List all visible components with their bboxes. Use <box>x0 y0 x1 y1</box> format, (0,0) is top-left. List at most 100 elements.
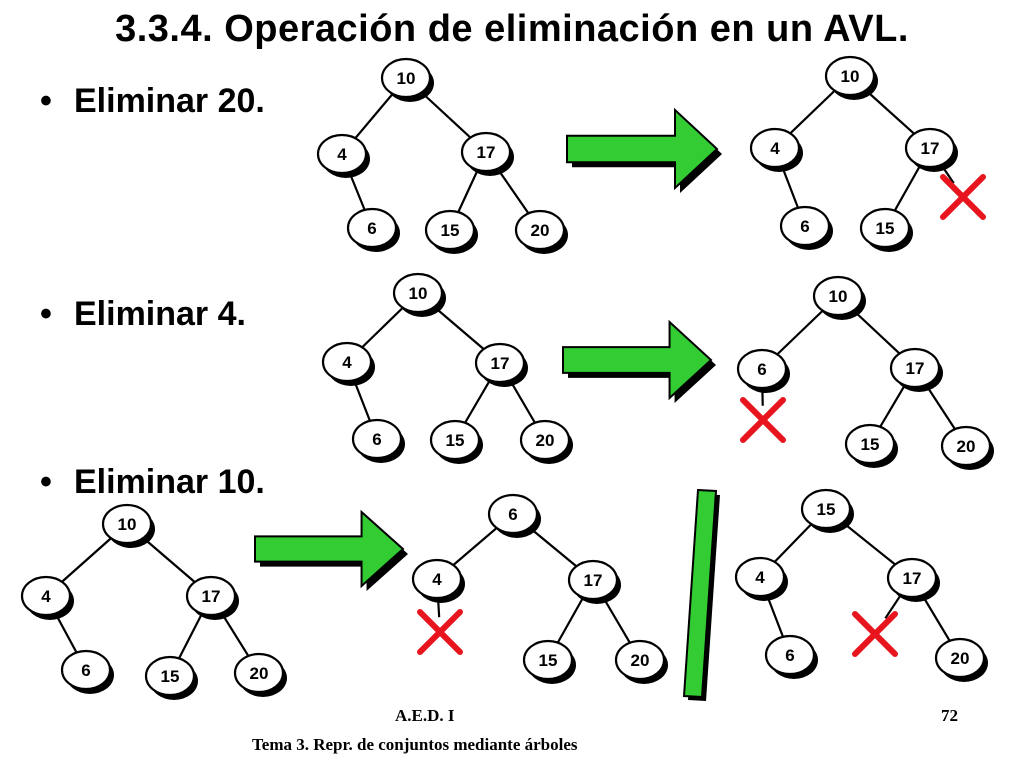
avl-tree-t1: 10 4 17 6 15 20 <box>316 57 568 254</box>
tree-node: 4 <box>321 341 375 386</box>
separator-bar <box>682 488 720 701</box>
tree-node: 10 <box>392 272 446 317</box>
tree-node: 20 <box>514 209 568 254</box>
node-label: 17 <box>906 359 925 378</box>
tree-node: 17 <box>185 575 239 620</box>
tree-node: 17 <box>460 131 514 176</box>
tree-node: 6 <box>346 207 400 252</box>
avl-tree-t5: 10 4 17 6 15 20 <box>20 503 287 700</box>
bullet-eliminar-10: • Eliminar 10. <box>40 463 265 502</box>
bullet-text: Eliminar 10. <box>74 463 265 501</box>
tree-node: 15 <box>144 655 198 700</box>
tree-node: 6 <box>779 205 833 250</box>
footer-page-number: 72 <box>941 706 958 725</box>
deleted-cross-icon <box>417 609 463 655</box>
node-label: 10 <box>829 287 848 306</box>
avl-tree-t7: 15 4 17 6 20 <box>734 488 988 682</box>
tree-node: 17 <box>904 127 958 172</box>
node-label: 4 <box>342 353 352 372</box>
node-label: 6 <box>81 661 90 680</box>
node-label: 17 <box>491 354 510 373</box>
deleted-cross-icon <box>852 611 898 657</box>
tree-node: 4 <box>749 127 803 172</box>
tree-node: 17 <box>889 347 943 392</box>
tree-node: 17 <box>886 557 940 602</box>
node-label: 17 <box>903 569 922 588</box>
tree-node: 4 <box>411 558 465 603</box>
bullet-text: Eliminar 4. <box>74 295 246 333</box>
deleted-cross-icon <box>740 397 786 443</box>
tree-node: 15 <box>844 423 898 468</box>
right-arrow-icon <box>566 107 722 193</box>
footer-course: A.E.D. I <box>395 706 455 725</box>
node-label: 4 <box>41 587 51 606</box>
tree-node: 20 <box>934 637 988 682</box>
node-label: 10 <box>409 284 428 303</box>
tree-node: 20 <box>614 639 668 684</box>
node-label: 20 <box>250 664 269 683</box>
footer-subtitle: Tema 3. Repr. de conjuntos mediante árbo… <box>252 735 578 754</box>
bullet-eliminar-20: • Eliminar 20. <box>40 82 265 121</box>
node-label: 6 <box>800 217 809 236</box>
node-label: 15 <box>817 500 836 519</box>
node-label: 20 <box>536 431 555 450</box>
avl-tree-t2: 10 4 17 6 15 <box>749 55 958 252</box>
node-label: 20 <box>631 651 650 670</box>
bullet-text: Eliminar 20. <box>74 82 265 120</box>
bullet-dot: • <box>40 295 52 333</box>
tree-node: 20 <box>519 419 573 464</box>
node-label: 4 <box>755 568 765 587</box>
tree-node: 15 <box>429 419 483 464</box>
tree-node: 10 <box>380 57 434 102</box>
node-label: 10 <box>841 67 860 86</box>
node-label: 15 <box>441 221 460 240</box>
tree-node: 10 <box>824 55 878 100</box>
avl-tree-t3: 10 4 17 6 15 20 <box>321 272 573 464</box>
tree-node: 10 <box>101 503 155 548</box>
bullet-dot: • <box>40 82 52 120</box>
tree-node: 6 <box>60 649 114 694</box>
avl-tree-t4: 10 6 17 15 20 <box>736 275 994 470</box>
right-arrow-icon <box>254 509 408 591</box>
tree-node: 6 <box>764 634 818 679</box>
tree-node: 4 <box>20 575 74 620</box>
node-label: 6 <box>757 360 766 379</box>
node-label: 15 <box>876 219 895 238</box>
node-label: 20 <box>957 437 976 456</box>
tree-node: 17 <box>567 559 621 604</box>
tree-node: 4 <box>734 556 788 601</box>
tree-node: 6 <box>351 418 405 463</box>
node-label: 17 <box>584 571 603 590</box>
tree-node: 4 <box>316 133 370 178</box>
avl-tree-t6: 6 4 17 15 20 <box>411 493 668 684</box>
tree-node: 15 <box>859 207 913 252</box>
tree-node: 6 <box>736 348 790 393</box>
tree-node: 20 <box>940 425 994 470</box>
tree-node: 17 <box>474 342 528 387</box>
node-label: 10 <box>118 515 137 534</box>
node-label: 15 <box>161 667 180 686</box>
bullet-dot: • <box>40 463 52 501</box>
node-label: 17 <box>202 587 221 606</box>
deleted-cross-icon <box>940 174 986 220</box>
node-label: 20 <box>531 221 550 240</box>
tree-node: 20 <box>233 652 287 697</box>
node-label: 17 <box>477 143 496 162</box>
node-label: 6 <box>785 646 794 665</box>
bullet-eliminar-4: • Eliminar 4. <box>40 295 246 334</box>
tree-node: 15 <box>800 488 854 533</box>
tree-node: 6 <box>487 493 541 538</box>
node-label: 15 <box>539 651 558 670</box>
tree-node: 15 <box>424 209 478 254</box>
node-label: 15 <box>861 435 880 454</box>
node-label: 17 <box>921 139 940 158</box>
node-label: 6 <box>508 505 517 524</box>
tree-node: 10 <box>812 275 866 320</box>
node-label: 6 <box>372 430 381 449</box>
node-label: 15 <box>446 431 465 450</box>
node-label: 4 <box>337 145 347 164</box>
slide-title: 3.3.4. Operación de eliminación en un AV… <box>115 8 909 50</box>
node-label: 4 <box>770 139 780 158</box>
right-arrow-icon <box>562 319 716 403</box>
